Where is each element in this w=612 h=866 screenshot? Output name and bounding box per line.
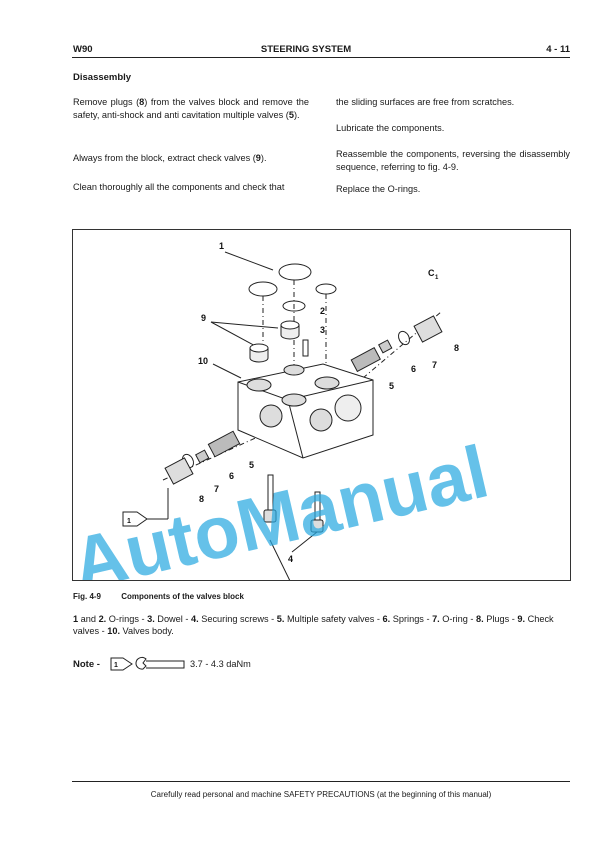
label-6-right: 6 — [411, 364, 416, 374]
label-6-left: 6 — [229, 471, 234, 481]
label-c1-subscript: 1 — [435, 275, 439, 281]
note-ref-number: 1 — [114, 662, 118, 669]
label-2: 2 — [320, 306, 325, 316]
label-9: 9 — [201, 313, 206, 323]
footer-safety-note: Carefully read personal and machine SAFE… — [150, 790, 492, 799]
paragraph-clean-components: Clean thoroughly all the components and … — [73, 182, 285, 192]
label-7-right: 7 — [432, 360, 437, 370]
o-ring-large-left — [248, 281, 278, 297]
label-8-right: 8 — [454, 343, 459, 353]
o-ring-small-right — [315, 283, 337, 295]
label-10: 10 — [198, 356, 208, 366]
figure-legend: 1 and 2. O-rings - 3. Dowel - 4. Securin… — [73, 614, 554, 637]
label-5-right: 5 — [389, 381, 394, 391]
label-c1: C — [428, 268, 435, 278]
torque-value: 3.7 - 4.3 daNm — [190, 659, 251, 669]
watermark-text: AutoManual — [73, 430, 496, 580]
figure-number: Fig. 4-9 — [73, 592, 102, 601]
valves-block-diagram: 1 2 3 9 10 C 1 8 7 6 5 5 6 7 8 4 1 AutoM… — [73, 241, 496, 580]
header-page-number: 4 - 11 — [546, 44, 570, 55]
header-model: W90 — [73, 44, 93, 55]
label-1: 1 — [219, 241, 224, 251]
paragraph-lubricate: Lubricate the components. — [336, 123, 445, 133]
figure-caption: Fig. 4-9 Components of the valves block — [73, 592, 262, 601]
paragraph-reassemble: Reassemble the components, reversing the… — [336, 149, 570, 172]
figure-frame: 1 2 3 9 10 C 1 8 7 6 5 5 6 7 8 4 1 AutoM… — [72, 229, 571, 581]
label-5-left: 5 — [249, 460, 254, 470]
label-8-left: 8 — [199, 494, 204, 504]
paragraph-sliding-surfaces: the sliding surfaces are free from scrat… — [336, 97, 515, 107]
header-rule — [72, 57, 570, 58]
torque-wrench-icon: 1 — [110, 657, 185, 671]
label-3: 3 — [320, 325, 325, 335]
label-4: 4 — [288, 554, 293, 564]
label-7-left: 7 — [214, 484, 219, 494]
note-label: Note - — [73, 659, 100, 670]
o-ring-large-top — [278, 263, 312, 281]
ref-marker-number: 1 — [127, 518, 131, 525]
paragraph-extract-check-valves: Always from the block, extract check val… — [73, 153, 267, 163]
section-title: Disassembly — [73, 72, 132, 83]
figure-title: Components of the valves block — [121, 592, 244, 601]
footer-rule — [72, 781, 570, 782]
paragraph-replace-orings: Replace the O-rings. — [336, 184, 421, 194]
paragraph-remove-plugs: Remove plugs (8) from the valves block a… — [73, 97, 309, 120]
header-title: STEERING SYSTEM — [260, 44, 352, 55]
